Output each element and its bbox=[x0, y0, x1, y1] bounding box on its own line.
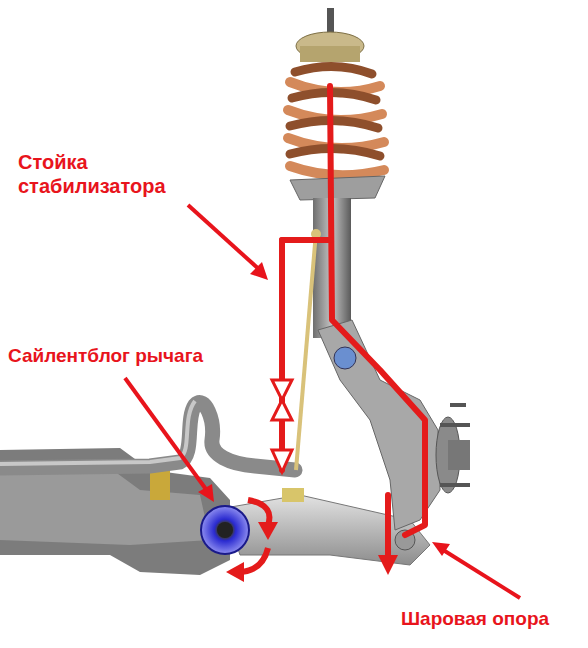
link-mount bbox=[282, 488, 304, 502]
hub-flange bbox=[448, 440, 470, 470]
wheel-studs bbox=[440, 405, 470, 485]
part-label: Шаровая опора bbox=[398, 606, 552, 633]
force-arrowhead bbox=[272, 400, 292, 420]
coil-spring bbox=[288, 66, 384, 175]
subframe-face bbox=[0, 468, 210, 545]
rotation-arrowhead bbox=[226, 562, 244, 582]
leader-arrowhead bbox=[250, 262, 268, 280]
top-mount-body bbox=[300, 46, 360, 62]
bushing-bolt bbox=[217, 522, 233, 538]
leader-line bbox=[125, 205, 520, 598]
leader-arrowhead bbox=[198, 484, 214, 502]
leader-arrowhead bbox=[432, 542, 450, 556]
stabilizer-link bbox=[296, 232, 316, 470]
force-path bbox=[282, 86, 425, 560]
part-label: Стойка стабилизатора bbox=[18, 150, 193, 198]
part-label: Сайлентблог рычага bbox=[8, 345, 203, 368]
rotation-arrowhead bbox=[258, 522, 278, 540]
rotation-arrow bbox=[248, 500, 269, 525]
arm-bushing bbox=[201, 506, 249, 554]
force-arrowhead bbox=[378, 555, 398, 575]
stabilizer-bar bbox=[0, 403, 295, 470]
force-arrowhead bbox=[272, 450, 292, 472]
knuckle-bolt bbox=[334, 347, 356, 369]
spring-seat bbox=[290, 176, 385, 200]
steering-knuckle bbox=[318, 320, 440, 530]
